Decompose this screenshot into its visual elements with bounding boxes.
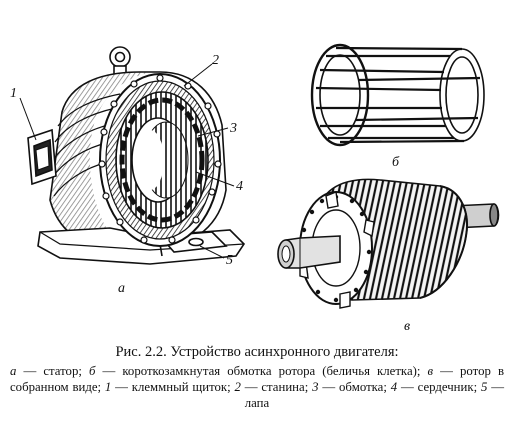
legend-text: — статор; <box>16 364 82 378</box>
sublabel-c: в <box>404 319 410 334</box>
legend-text: — обмотка; <box>318 380 387 394</box>
legend-key: в <box>427 364 434 378</box>
legend-entry: 5 — лапа <box>245 380 504 410</box>
rotor-drawing <box>277 178 500 309</box>
callout-5: 5 <box>226 253 233 268</box>
mounting-foot <box>139 231 228 257</box>
legend-entry: а — статор; <box>10 364 82 378</box>
stator-winding <box>119 97 205 223</box>
terminal-box <box>27 128 57 186</box>
legend-text: — ротор в собранном виде; <box>10 364 504 394</box>
legend-key: а <box>10 364 17 378</box>
motor-illustration: 1 2 3 4 5 а б в <box>10 43 500 334</box>
cage-bars <box>315 46 481 144</box>
fan-blades <box>299 191 375 309</box>
legend-text: — клеммный щиток; <box>111 380 231 394</box>
squirrel-cage-drawing <box>310 43 485 147</box>
sublabel-a: а <box>118 281 125 296</box>
legend-entry: в — ротор в собранном виде; <box>10 364 504 394</box>
cage-front-ring <box>310 43 370 147</box>
callout-2: 2 <box>212 53 219 68</box>
legend-text: — короткозамкнутая обмотка ротора (белич… <box>95 364 421 378</box>
legend-text: — станина; <box>240 380 309 394</box>
legend-entry: 3 — обмотка; <box>312 380 387 394</box>
callout-leaders <box>19 63 235 259</box>
legend-text: — сердечник; <box>397 380 478 394</box>
flange-bolts <box>98 74 222 244</box>
callout-4: 4 <box>236 179 243 194</box>
legend-key: 3 <box>312 380 319 394</box>
legend-key: 1 <box>104 380 112 394</box>
legend-key: 2 <box>234 380 241 394</box>
figure-caption: Рис. 2.2. Устройство асинхронного двигат… <box>10 343 504 411</box>
legend-entry: 1 — клеммный щиток; <box>105 380 231 394</box>
sublabel-b: б <box>392 155 400 170</box>
legend-entry: б — короткозамкнутая обмотка ротора (бел… <box>89 364 420 378</box>
caption-title: Рис. 2.2. Устройство асинхронного двигат… <box>115 344 399 360</box>
legend-key: 5 <box>480 380 488 394</box>
legend-entry: 2 — станина; <box>235 380 309 394</box>
caption-legend: а — статор; б — короткозамкнутая обмотка… <box>10 363 504 411</box>
legend-key: 4 <box>390 380 398 394</box>
legend-text: — лапа <box>244 380 504 410</box>
lifting-eye <box>109 46 131 77</box>
legend-entry: 4 — сердечник; <box>391 380 477 394</box>
callout-3: 3 <box>229 121 237 136</box>
legend-key: б <box>88 364 96 378</box>
stator-drawing <box>27 46 246 265</box>
callout-1: 1 <box>10 86 17 101</box>
